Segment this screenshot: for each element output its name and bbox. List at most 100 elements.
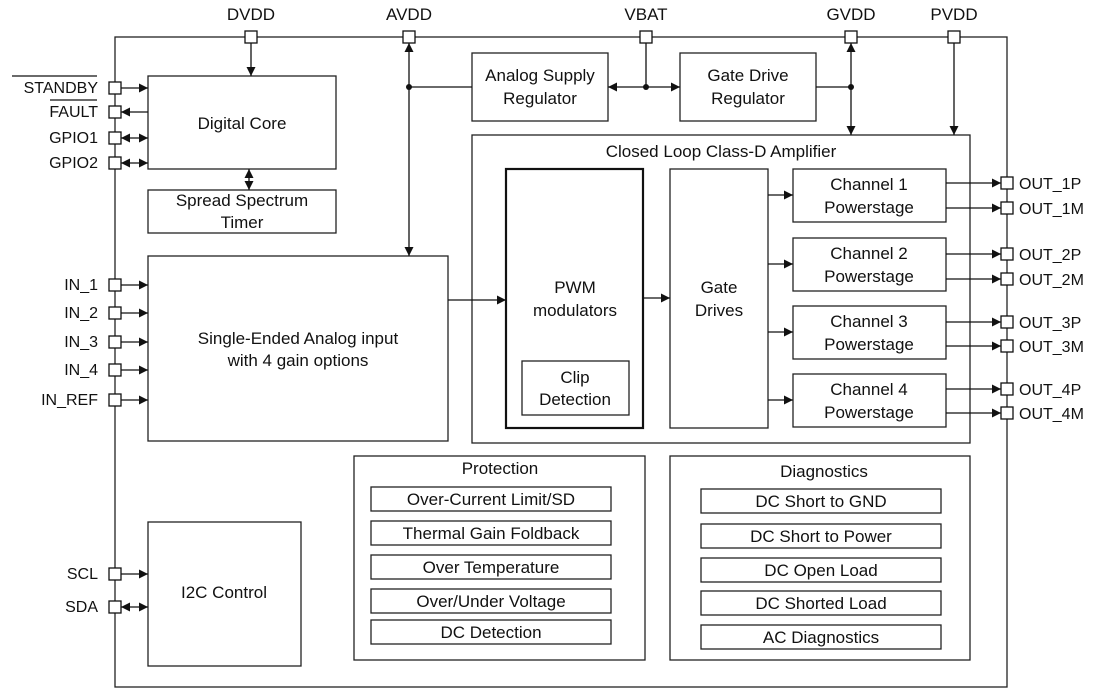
pin-standby: STANDBY [12,75,122,97]
clip-detection-label-1: Clip [560,368,589,387]
clip-detection-label-2: Detection [539,390,611,409]
analog-input-label-1: Single-Ended Analog input [198,329,399,348]
pin-in-ref: IN_REF [41,392,122,409]
diagnostics-item-label: DC Short to Power [750,527,892,546]
pin-out-4p-label: OUT_4P [1019,382,1081,399]
analog-input-block [147,255,449,442]
channel-1-label-1: Channel 1 [830,175,908,194]
gate-drive-regulator-label-2: Regulator [711,89,785,108]
protection-item-box [370,588,612,614]
protection-item-label: DC Detection [440,623,541,642]
pin-in-1-label: IN_1 [64,277,98,294]
pwm-modulators-label-1: PWM [554,278,596,297]
pin-in-4: IN_4 [64,362,122,379]
gate-drive-regulator-label-1: Gate Drive [707,66,788,85]
channel-4-label-2: Powerstage [824,403,914,422]
pin-dvdd: DVDD [227,5,275,44]
pin-in-3: IN_3 [64,334,122,351]
pin-out-3p-label: OUT_3P [1019,315,1081,332]
channel-2-label-2: Powerstage [824,267,914,286]
pin-out-1p-label: OUT_1P [1019,176,1081,193]
pin-gpio1-label: GPIO1 [49,130,98,147]
pin-out-2m-label: OUT_2M [1019,272,1084,289]
protection-item-box [370,486,612,512]
gate-drive-regulator-block [679,52,817,122]
gate-drives-label-1: Gate [701,278,738,297]
spread-spectrum-timer-block [147,189,337,234]
analog-supply-label-2: Regulator [503,89,577,108]
diagnostics-item-box [700,624,942,650]
protection-item-label: Over Temperature [423,558,560,577]
clip-detection-block [521,360,630,416]
protection-item-box [370,619,612,645]
pwm-modulators-label-2: modulators [533,301,617,320]
class-d-amplifier-title: Closed Loop Class-D Amplifier [606,142,837,161]
digital-core-label: Digital Core [198,114,287,133]
protection-item-label: Thermal Gain Foldback [403,524,580,543]
pin-out-2p: OUT_2P [1000,247,1081,264]
diagnostics-item-box [700,523,942,549]
digital-core-block [147,75,337,170]
channel-4-powerstage-block [792,373,947,428]
analog-supply-label-1: Analog Supply [485,66,595,85]
pin-pvdd-label: PVDD [930,5,977,24]
pin-out-4m: OUT_4M [1000,406,1084,423]
diagnostics-item-box [700,557,942,583]
pin-fault: FAULT [49,99,122,121]
pin-out-3p: OUT_3P [1000,315,1081,332]
pin-gpio2-label: GPIO2 [49,155,98,172]
pin-out-1m-label: OUT_1M [1019,201,1084,218]
channel-1-powerstage-block [792,168,947,223]
pin-gpio1: GPIO1 [49,130,122,147]
diagnostics-title: Diagnostics [780,462,868,481]
pin-gvdd-label: GVDD [826,5,875,24]
channel-3-label-2: Powerstage [824,335,914,354]
pin-in-1: IN_1 [64,277,122,294]
pin-in-ref-label: IN_REF [41,392,98,409]
i2c-control-block [147,521,302,667]
gate-drives-block [669,168,769,429]
pin-in-4-label: IN_4 [64,362,98,379]
diagnostics-item-box [700,590,942,616]
pin-vbat-label: VBAT [624,5,667,24]
analog-supply-regulator-block [471,52,609,122]
channel-3-label-1: Channel 3 [830,312,908,331]
spread-spectrum-label-1: Spread Spectrum [176,191,308,210]
protection-item-label: Over/Under Voltage [416,592,565,611]
pin-gpio2: GPIO2 [49,155,122,172]
diagnostics-item-label: AC Diagnostics [763,628,879,647]
pin-in-2-label: IN_2 [64,305,98,322]
protection-item-box [370,520,612,546]
pin-standby-label: STANDBY [24,80,99,97]
channel-1-label-2: Powerstage [824,198,914,217]
pin-scl: SCL [67,566,122,583]
i2c-control-label: I2C Control [181,583,267,602]
pin-scl-label: SCL [67,566,98,583]
channel-2-powerstage-block [792,237,947,292]
pin-out-2p-label: OUT_2P [1019,247,1081,264]
connections [121,43,1001,612]
diagnostics-item-label: DC Shorted Load [755,594,886,613]
pin-out-4p: OUT_4P [1000,382,1081,399]
pin-avdd-label: AVDD [386,5,432,24]
pin-sda: SDA [65,599,122,616]
pin-in-2: IN_2 [64,305,122,322]
pin-out-4m-label: OUT_4M [1019,406,1084,423]
pin-fault-label: FAULT [49,104,98,121]
diagnostics-item-box [700,488,942,514]
pin-out-1m: OUT_1M [1000,201,1084,218]
pin-dvdd-label: DVDD [227,5,275,24]
channel-2-label-1: Channel 2 [830,244,908,263]
pin-out-1p: OUT_1P [1000,176,1081,193]
diagnostics-item-label: DC Short to GND [755,492,886,511]
protection-item-box [370,554,612,580]
diagnostics-item-label: DC Open Load [764,561,877,580]
pin-in-3-label: IN_3 [64,334,98,351]
pin-sda-label: SDA [65,599,98,616]
channel-3-powerstage-block [792,305,947,360]
protection-item-label: Over-Current Limit/SD [407,490,575,509]
analog-input-label-2: with 4 gain options [227,351,369,370]
pin-out-3m: OUT_3M [1000,339,1084,356]
pin-pvdd: PVDD [930,5,978,44]
